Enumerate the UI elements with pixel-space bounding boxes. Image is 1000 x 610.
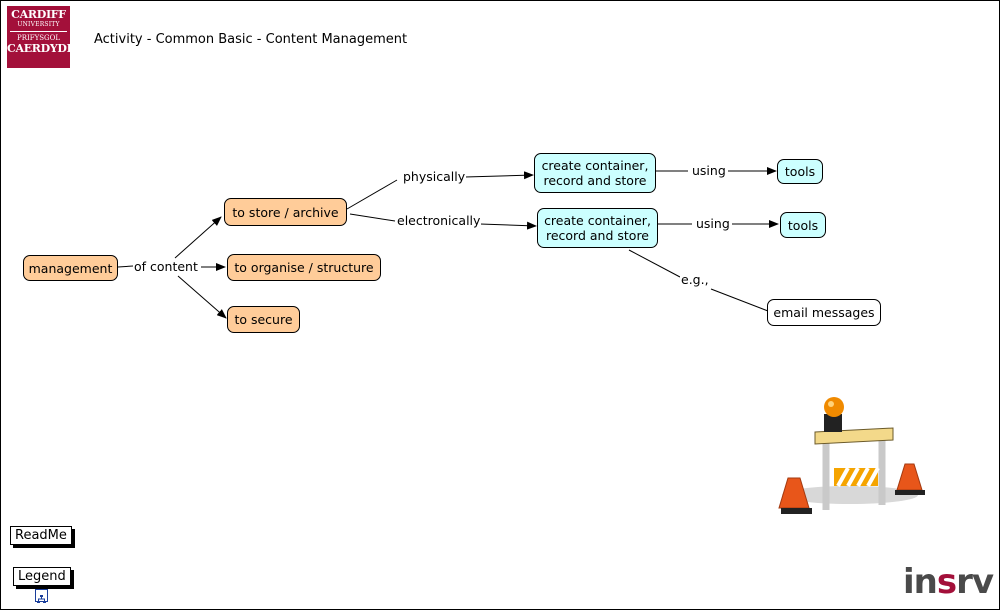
link-label-using-1: using — [691, 163, 727, 178]
node-create-container-physical[interactable]: create container, record and store — [534, 153, 656, 193]
connector-container2-eg — [628, 249, 681, 278]
legend-button[interactable]: Legend — [13, 567, 71, 586]
readme-button[interactable]: ReadMe — [10, 526, 72, 545]
node-management[interactable]: management — [23, 255, 118, 281]
link-label-physically: physically — [402, 169, 467, 184]
arrow-physically-container — [464, 171, 534, 180]
link-label-electronically: electronically — [396, 213, 482, 228]
link-label-using-2: using — [695, 216, 731, 231]
page-title: Activity - Common Basic - Content Manage… — [94, 32, 408, 47]
arrow-to-store — [174, 216, 222, 259]
node-to-organise-structure[interactable]: to organise / structure — [227, 254, 381, 281]
node-create-container-electronic[interactable]: create container, record and store — [537, 208, 658, 248]
arrow-to-secure — [177, 275, 227, 319]
node-tools-1[interactable]: tools — [777, 159, 823, 184]
link-label-eg: e.g., — [680, 272, 710, 287]
node-tools-2[interactable]: tools — [780, 212, 826, 238]
node-to-secure[interactable]: to secure — [227, 306, 300, 333]
connector-store-physically — [346, 179, 398, 210]
insrv-logo: insrv — [903, 562, 994, 602]
node-email-messages[interactable]: email messages — [767, 299, 881, 326]
under-construction-barrier — [778, 397, 925, 514]
connector-store-electronically — [349, 213, 396, 222]
connector-management-ofcontent — [117, 265, 134, 268]
link-label-of-content: of content — [133, 259, 199, 274]
node-to-store-archive[interactable]: to store / archive — [224, 198, 347, 226]
legend-map-icon[interactable] — [35, 589, 48, 603]
cardiff-university-logo: CARDIFF UNIVERSITY PRIFYSGOL CAERDYDD — [7, 6, 76, 68]
arrow-electronically-container — [479, 221, 537, 230]
connector-eg-email — [710, 288, 769, 312]
